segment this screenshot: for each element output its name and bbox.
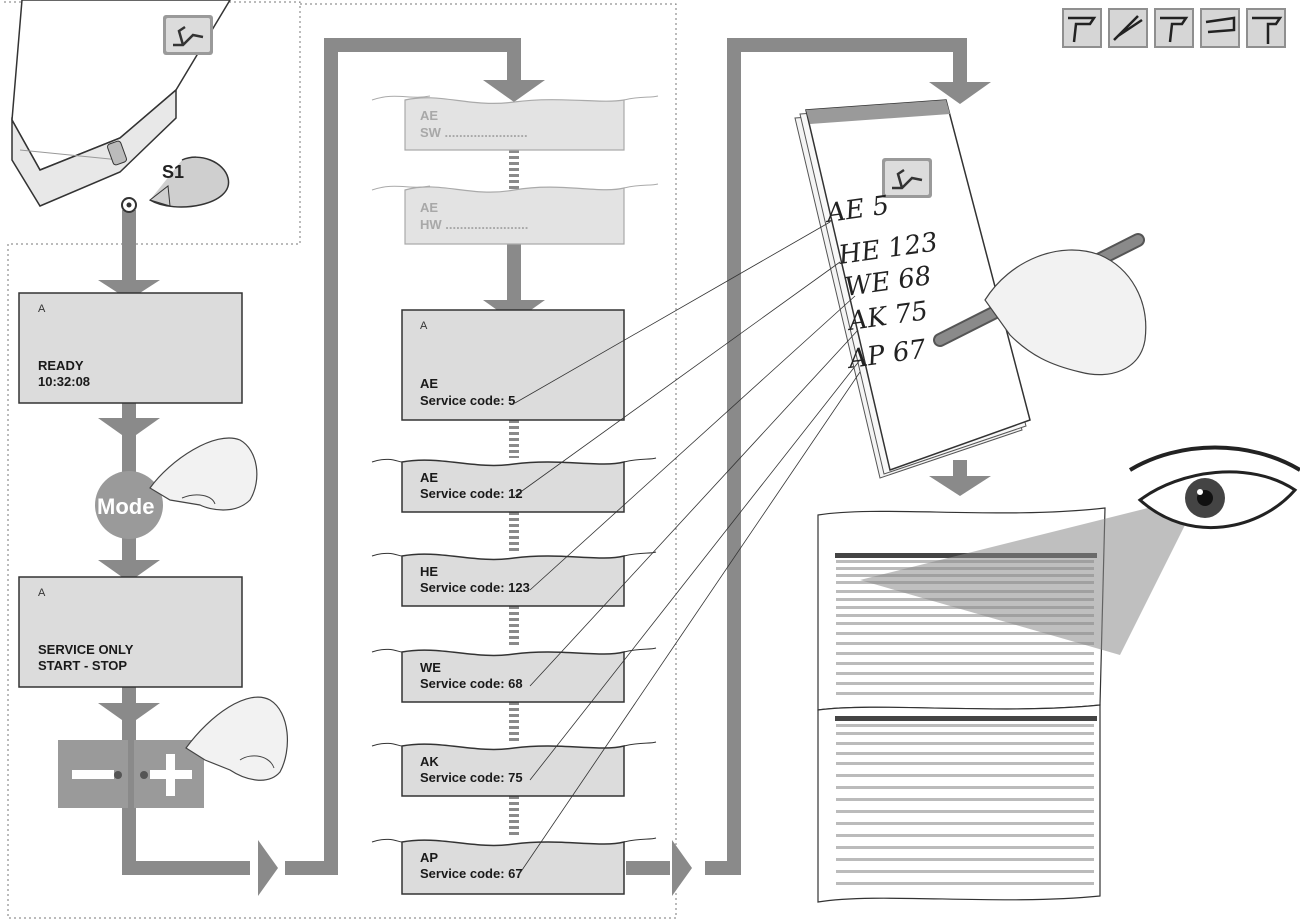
hand-pressing-plus-icon xyxy=(185,696,289,781)
display-line2: 10:32:08 xyxy=(38,374,90,389)
faded-line1: AE xyxy=(420,108,438,123)
screen-code: WE xyxy=(420,660,441,675)
screen-label: Service code: 12 xyxy=(420,486,523,501)
screen-code: AE xyxy=(420,376,438,391)
instrument-2-icon xyxy=(1108,8,1148,48)
screen-letter: A xyxy=(420,320,428,332)
connector-lines xyxy=(514,221,861,877)
instrument-3-icon xyxy=(1154,8,1194,48)
service-screen-2: AE Service code: 12 xyxy=(371,457,657,513)
switch-label: S1 xyxy=(162,162,184,182)
notepad: AE 5 HE 123 WE 68 AK 75 AP 67 xyxy=(794,99,1031,479)
service-screen-4: WE Service code: 68 xyxy=(371,647,657,703)
instrument-1-icon xyxy=(1062,8,1102,48)
dotted-frame-device xyxy=(4,1,677,919)
faded-screen-sw: AE SW ....................... xyxy=(371,95,659,151)
screen-label: Service code: 75 xyxy=(420,770,523,785)
flow-arrows xyxy=(98,80,991,896)
service-screen-6: AP Service code: 67 xyxy=(371,837,657,895)
mode-button-label: Mode xyxy=(97,494,154,519)
service-screen-1: A AE Service code: 5 xyxy=(401,309,625,421)
display-line1: SERVICE ONLY xyxy=(38,642,134,657)
display-line2: START - STOP xyxy=(38,658,127,673)
hand-pressing-mode-icon xyxy=(149,437,258,511)
hand-writing-icon xyxy=(933,233,1147,376)
screen-code: AP xyxy=(420,850,438,865)
instrument-4-icon xyxy=(1200,8,1240,48)
display-letter: A xyxy=(38,303,46,315)
mode-button[interactable]: Mode xyxy=(95,471,163,539)
screen-label: Service code: 5 xyxy=(420,393,515,408)
dental-chair-icon xyxy=(163,15,213,55)
display-ready: A READY 10:32:08 xyxy=(18,292,243,404)
screen-code: AE xyxy=(420,470,438,485)
screen-code: HE xyxy=(420,564,438,579)
faded-screen-hw: AE HW ....................... xyxy=(371,183,659,245)
faded-line1: AE xyxy=(420,200,438,215)
screen-label: Service code: 68 xyxy=(420,676,523,691)
screen-label: Service code: 67 xyxy=(420,866,523,881)
faded-line2: SW ....................... xyxy=(420,125,528,140)
faded-line2: HW ....................... xyxy=(420,217,528,232)
eye-view-cone xyxy=(860,495,1200,655)
service-screen-3: HE Service code: 123 xyxy=(371,551,657,607)
instrument-5-icon xyxy=(1246,8,1286,48)
screen-code: AK xyxy=(420,754,439,769)
service-document-lower xyxy=(817,704,1101,903)
eye-icon xyxy=(1128,445,1300,530)
display-letter: A xyxy=(38,587,46,599)
display-line1: READY xyxy=(38,358,84,373)
dental-chair-icon xyxy=(882,158,932,198)
display-service-only: A SERVICE ONLY START - STOP xyxy=(18,576,243,688)
instrument-icons xyxy=(1062,8,1286,48)
service-screen-5: AK Service code: 75 xyxy=(371,741,657,797)
minus-button[interactable] xyxy=(58,740,128,808)
switch-s1[interactable] xyxy=(107,140,128,166)
screen-label: Service code: 123 xyxy=(420,580,530,595)
